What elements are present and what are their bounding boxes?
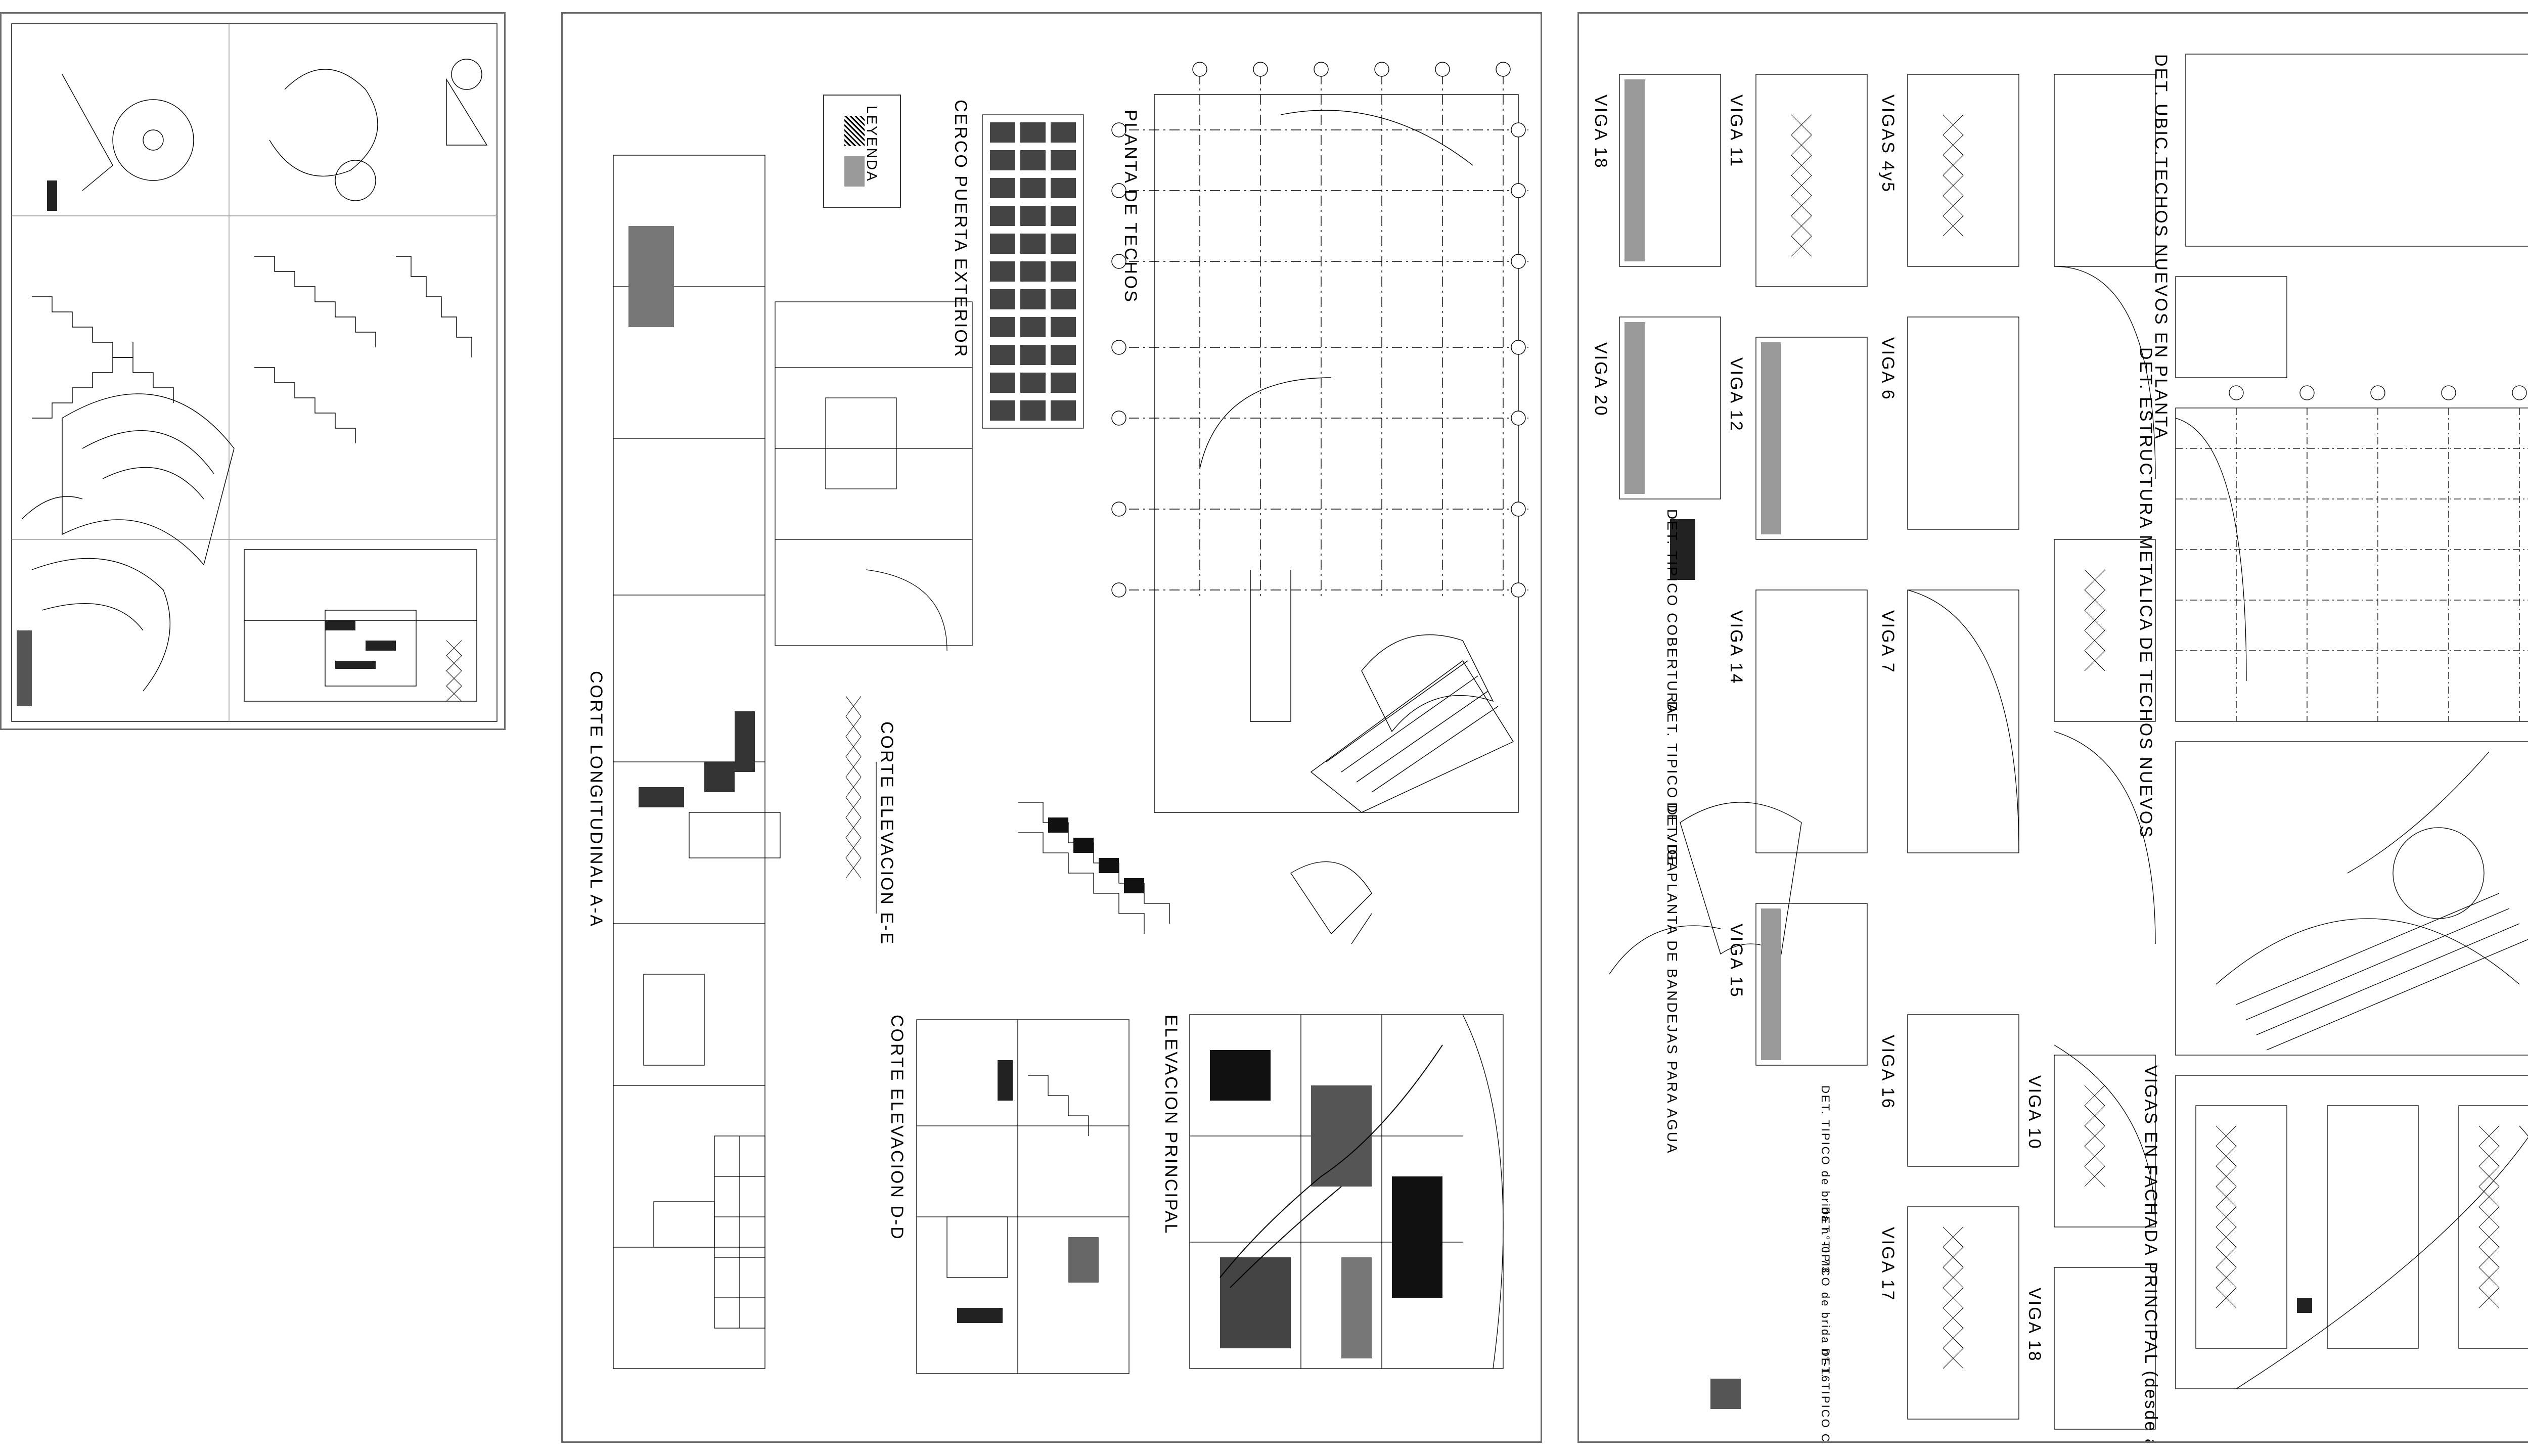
beam-label-10: VIGA 10 xyxy=(2025,1075,2044,1150)
roof-plan-title: PLANTA DE TECHOS xyxy=(1121,110,1140,304)
detail-structure-title: DET. ESTRUCTURA METALICA DE TECHOS NUEVO… xyxy=(2136,347,2155,839)
beam-label-12: VIGA 12 xyxy=(1727,357,1746,432)
plans-sections-drawing xyxy=(613,62,1528,1374)
sheet-beams-structure: VIGA 18 VIGA 20 VIGA 11 VIGA 12 VIGA 14 … xyxy=(1577,12,2528,1443)
beam-label-18: VIGA 18 xyxy=(2025,1288,2044,1362)
beam-label-14: VIGA 14 xyxy=(1727,610,1746,685)
main-elevation-title: ELEVACION PRINCIPAL xyxy=(1161,1015,1181,1235)
fence-title: CERCO PUERTA EXTERIOR xyxy=(951,100,970,358)
beam-label-16: VIGA 16 xyxy=(1878,1035,1898,1110)
section-dd-title: CORTE ELEVACION D-D xyxy=(887,1015,907,1241)
beam-label-20: VIGA 20 xyxy=(1591,342,1610,417)
legend-box: LEYENDA xyxy=(823,95,901,208)
stair-details-drawing xyxy=(11,23,498,722)
section-ee-title: CORTE ELEVACION E-E xyxy=(877,721,896,946)
legend-fill xyxy=(844,156,865,187)
beam-label-18a: VIGA 18 xyxy=(1591,95,1610,169)
sheet-plans-sections: LEYENDA PLANTA DE TECHOS CERCO PUERTA EX… xyxy=(561,12,1542,1443)
beam-label-7: VIGA 7 xyxy=(1878,610,1898,674)
legend-hatch xyxy=(844,116,865,146)
beam-label-17: VIGA 17 xyxy=(1878,1227,1898,1302)
beam-label-11: VIGA 11 xyxy=(1727,95,1746,168)
beam-label-6: VIGA 6 xyxy=(1878,337,1898,401)
beam-label-4y5: VIGAS 4y5 xyxy=(1878,95,1898,194)
legend-title: LEYENDA xyxy=(864,106,880,183)
facade-beams-title: VIGAS EN FACHADA PRINCIPAL (desde adentr… xyxy=(2141,1065,2160,1443)
detail-trays-label: DET. DE PLANTA DE BANDEJAS PARA AGUA xyxy=(1664,802,1680,1155)
section-aa-title: CORTE LONGITUDINAL A-A xyxy=(586,671,606,928)
sheet-stair-details xyxy=(0,12,506,730)
detail-roofing-label: DET. TIPICO COBERTURA xyxy=(1664,509,1680,715)
beams-structure-drawing xyxy=(1609,54,2528,1430)
beam-label-15: VIGA 15 xyxy=(1727,924,1746,998)
detail-column-label: DET. TIPICO Col. 4" xyxy=(1819,1348,1832,1443)
